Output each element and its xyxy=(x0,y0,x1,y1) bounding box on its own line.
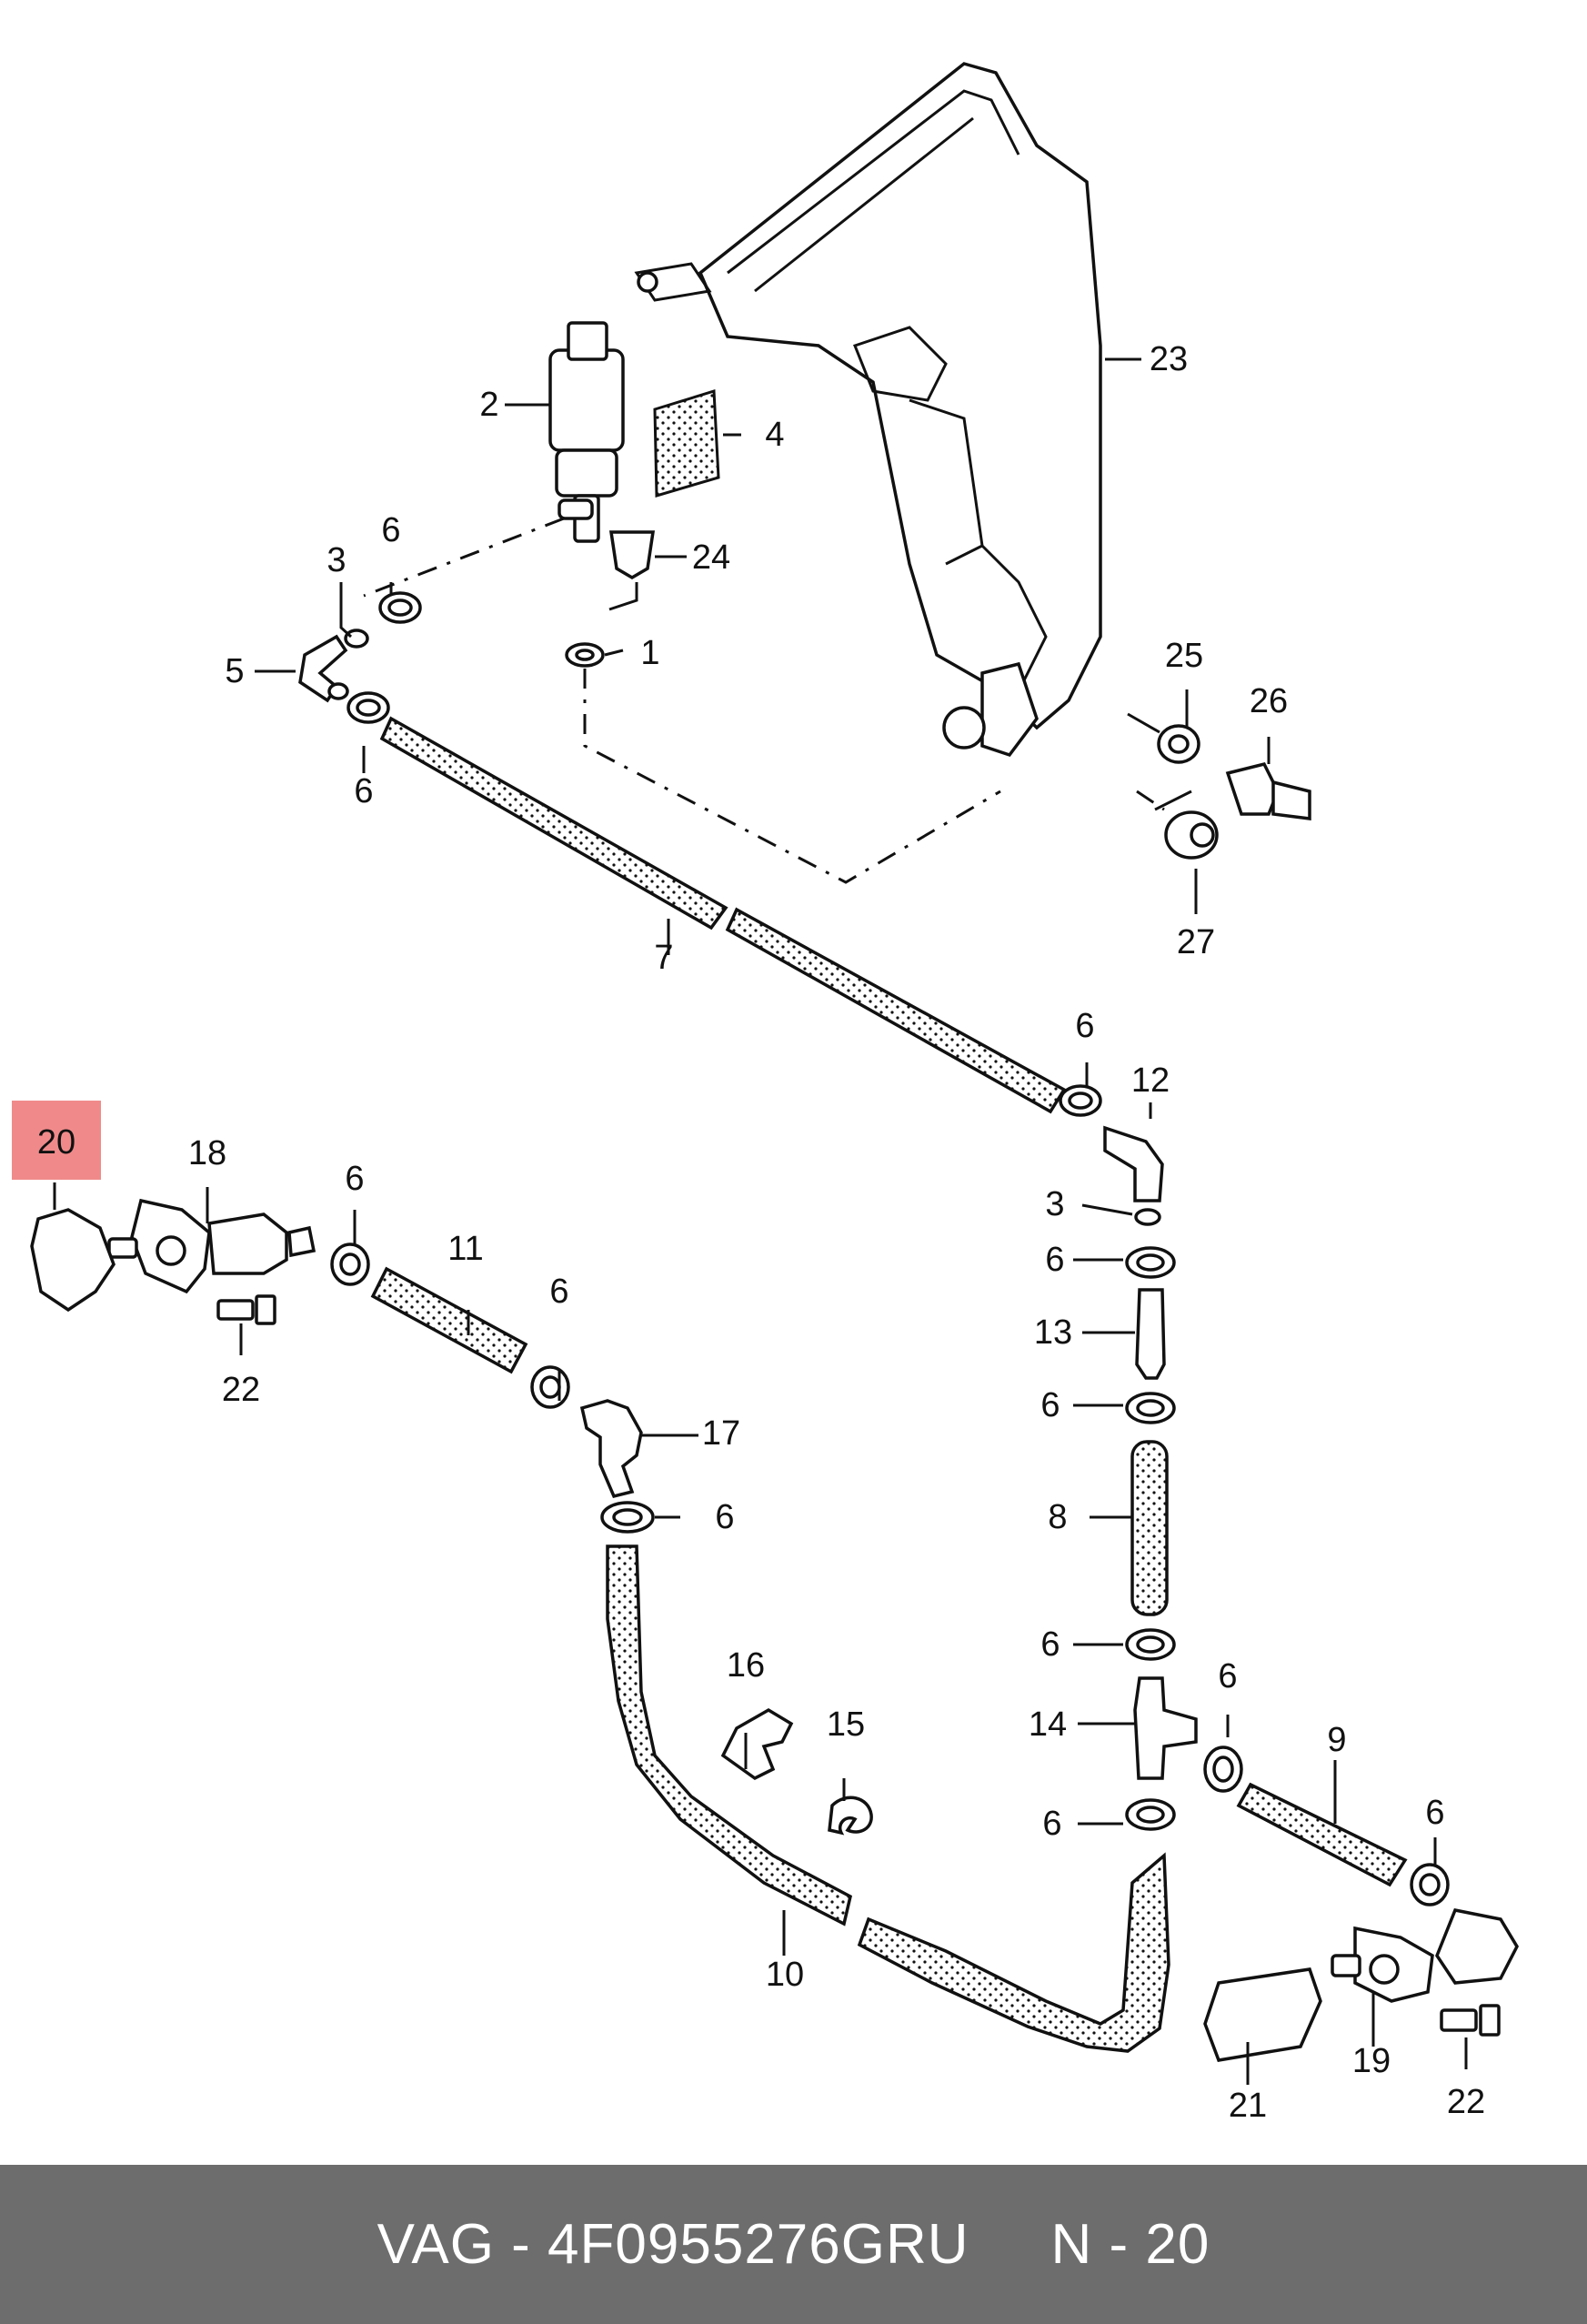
callout-4: 4 xyxy=(765,416,784,454)
hose-clip-large xyxy=(720,1707,794,1781)
callout-6: 6 xyxy=(549,1273,568,1311)
callout-7: 7 xyxy=(654,939,673,977)
left-nozzle-cover xyxy=(30,1208,116,1313)
callout-20: 20 xyxy=(37,1123,75,1162)
callout-22: 22 xyxy=(1447,2083,1485,2121)
callout-10: 10 xyxy=(766,1956,804,1994)
hose-section xyxy=(370,1266,528,1374)
hose-clamp xyxy=(378,591,422,624)
callout-1: 1 xyxy=(640,634,659,672)
callout-14: 14 xyxy=(1029,1705,1067,1744)
grommet-27 xyxy=(1164,810,1219,860)
callout-11: 11 xyxy=(447,1230,483,1268)
callout-6: 6 xyxy=(1045,1241,1064,1279)
callout-6: 6 xyxy=(1075,1007,1094,1045)
hose-clamp xyxy=(1134,1208,1161,1226)
callout-21: 21 xyxy=(1229,2087,1267,2125)
callout-17: 17 xyxy=(702,1414,740,1453)
hose-clamp xyxy=(600,1501,655,1534)
washer-fluid-reservoir xyxy=(634,62,1102,758)
hose-section xyxy=(1236,1782,1408,1887)
callout-6: 6 xyxy=(381,511,400,549)
callout-6: 6 xyxy=(1218,1657,1237,1695)
washer-pump xyxy=(548,321,625,543)
callout-19: 19 xyxy=(1352,2042,1391,2080)
grommet-25 xyxy=(1157,724,1200,764)
callout-3: 3 xyxy=(326,541,346,579)
hose-clamp xyxy=(330,1242,370,1286)
hose-clamp xyxy=(1059,1084,1102,1117)
hose-clamp xyxy=(1125,1392,1176,1424)
callout-25: 25 xyxy=(1165,637,1203,675)
right-nozzle-cover xyxy=(1203,1967,1322,2062)
left-washer-nozzle xyxy=(107,1198,316,1294)
screw xyxy=(1440,2004,1501,2037)
hose-section xyxy=(606,1544,853,1927)
callout-6: 6 xyxy=(1042,1805,1061,1843)
callout-18: 18 xyxy=(188,1134,226,1172)
callout-3: 3 xyxy=(1045,1185,1064,1223)
callout-13: 13 xyxy=(1034,1313,1072,1352)
parts-diagram: 2 4 23 6 3 24 1 5 6 25 26 27 7 6 12 3 6 … xyxy=(12,62,1520,2125)
hose-clamp xyxy=(1125,1246,1176,1279)
filter-pad xyxy=(653,389,720,498)
callout-2: 2 xyxy=(479,386,498,424)
hose-clamp xyxy=(530,1365,570,1409)
footer-bar: VAG - 4F0955276GRU N - 20 xyxy=(0,2165,1587,2324)
callout-16: 16 xyxy=(727,1646,765,1685)
hose-section xyxy=(379,716,728,931)
position-number: N - 20 xyxy=(1050,2213,1210,2276)
hose-clamp xyxy=(1410,1863,1450,1906)
part-number: VAG - 4F0955276GRU xyxy=(377,2213,969,2276)
callout-6: 6 xyxy=(1425,1794,1444,1832)
elbow-connector xyxy=(1103,1125,1164,1202)
plug xyxy=(608,530,656,580)
elbow-connector xyxy=(579,1399,643,1499)
hose-clamp xyxy=(1203,1746,1243,1793)
elbow-connector-top xyxy=(298,629,369,703)
callout-24: 24 xyxy=(692,538,730,577)
hose-clamp xyxy=(1125,1798,1176,1831)
callout-27: 27 xyxy=(1177,923,1215,961)
callout-9: 9 xyxy=(1327,1721,1346,1759)
straight-connector xyxy=(1135,1288,1166,1380)
callout-6: 6 xyxy=(715,1498,734,1536)
hose-section xyxy=(857,1852,1170,2053)
right-washer-nozzle xyxy=(1331,1907,1520,2003)
t-piece-connector xyxy=(1133,1676,1198,1780)
highlight-box xyxy=(12,1101,101,1180)
callout-12: 12 xyxy=(1131,1061,1170,1100)
callout-8: 8 xyxy=(1048,1498,1067,1536)
callout-6: 6 xyxy=(1040,1386,1060,1424)
callout-22: 22 xyxy=(222,1371,260,1409)
level-sensor xyxy=(1225,761,1311,820)
callout-6: 6 xyxy=(354,772,373,810)
hose-section xyxy=(1130,1440,1169,1616)
callout-6: 6 xyxy=(1040,1625,1060,1664)
hose-clip-small xyxy=(828,1796,873,1836)
callout-23: 23 xyxy=(1150,340,1188,378)
callout-26: 26 xyxy=(1250,682,1288,720)
callout-15: 15 xyxy=(827,1705,865,1744)
screw xyxy=(216,1294,276,1325)
hose-section xyxy=(725,907,1067,1114)
grommet xyxy=(565,642,605,668)
callout-6: 6 xyxy=(345,1160,364,1198)
hose-clamp xyxy=(1125,1628,1176,1661)
callout-5: 5 xyxy=(225,652,244,690)
hose-clamp xyxy=(347,691,390,724)
